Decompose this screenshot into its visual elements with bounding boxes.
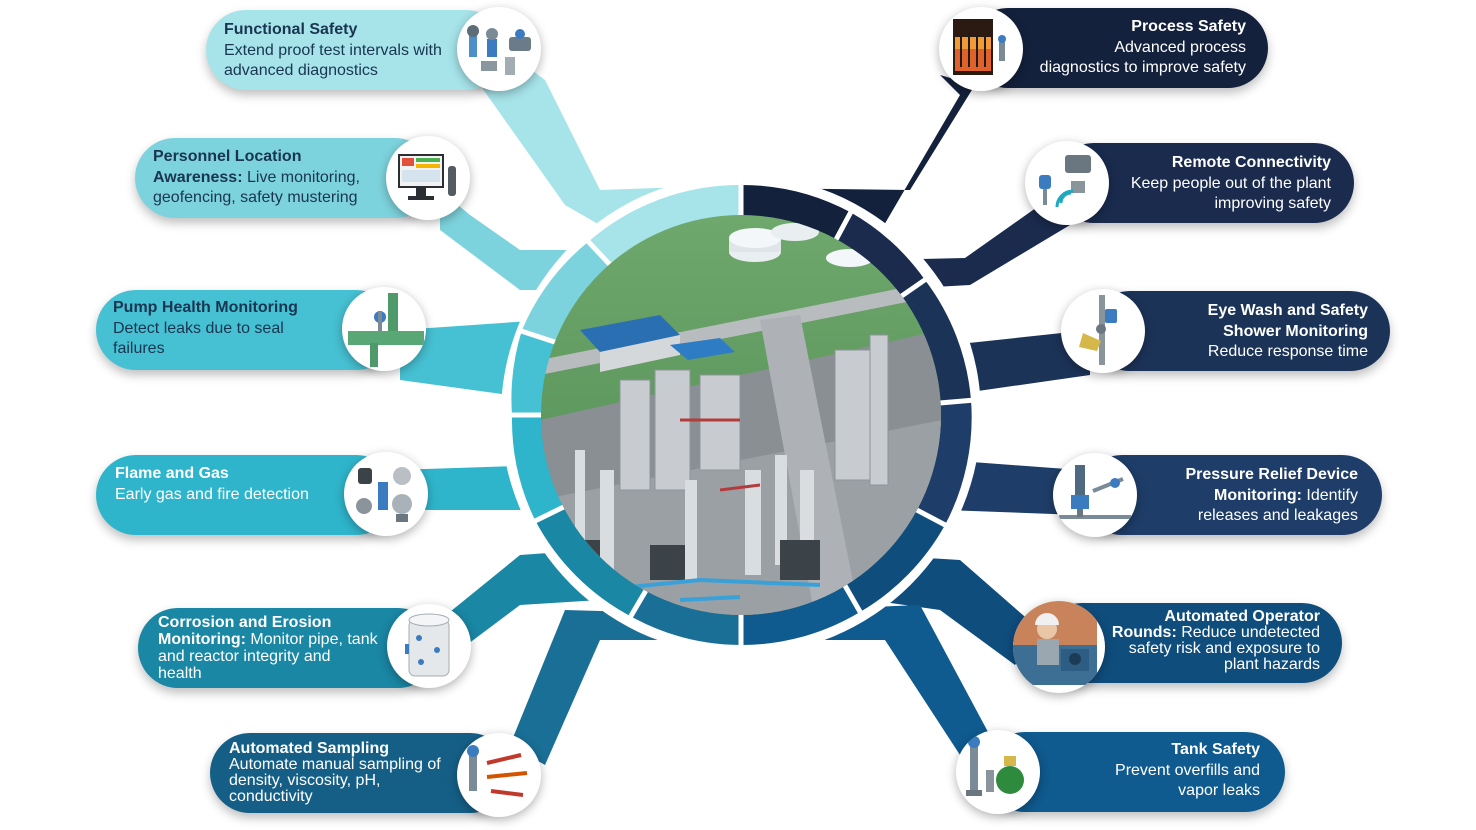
corrosion-erosion-title: Corrosion and Erosion Monitoring:	[158, 614, 332, 648]
pressure-relief-title: Pressure Relief Device Monitoring:	[1185, 466, 1358, 504]
connector-tank-safety	[748, 605, 995, 755]
connector-corrosion	[440, 550, 600, 650]
pressure-relief-icon-circle	[1053, 453, 1137, 537]
process-safety-text: Process Safety Advanced process diagnost…	[1030, 17, 1246, 79]
tank-safety-title: Tank Safety	[1171, 741, 1260, 758]
tank-safety-icon-circle	[956, 730, 1040, 814]
connector-sampling	[510, 610, 745, 765]
gas-detectors-icon	[356, 467, 412, 522]
pressure-relief-text: Pressure Relief Device Monitoring: Ident…	[1150, 465, 1358, 527]
functional-safety-text: Functional Safety Extend proof test inte…	[224, 20, 464, 82]
relief-valve-icon	[1059, 465, 1131, 519]
functional-safety-body: Extend proof test intervals with advance…	[224, 41, 442, 80]
remote-connectivity-body: Keep people out of the plant improving s…	[1130, 174, 1331, 213]
connector-pressure-relief	[945, 460, 1080, 515]
flame-gas-title: Flame and Gas	[115, 465, 229, 482]
personnel-location-text: Personnel Location Awareness: Live monit…	[153, 147, 381, 209]
tank-safety-body: Prevent overfills and vapor leaks	[1115, 761, 1260, 800]
pump-health-icon-circle	[342, 287, 426, 371]
valve-transmitters-icon	[467, 25, 531, 75]
connector-flame-gas	[395, 465, 545, 510]
operator-rounds-text: Automated Operator Rounds: Reduce undete…	[1108, 609, 1320, 673]
corrosion-erosion-text: Corrosion and Erosion Monitoring: Monito…	[158, 614, 378, 682]
wireless-gateway-icon	[1039, 155, 1091, 208]
connector-functional-safety	[480, 50, 745, 232]
process-safety-title: Process Safety	[1131, 18, 1246, 35]
automated-sampling-icon-circle	[457, 733, 541, 817]
flare-stack-icon	[953, 19, 1006, 75]
flame-gas-text: Flame and Gas Early gas and fire detecti…	[115, 464, 325, 505]
flame-gas-body: Early gas and fire detection	[115, 485, 309, 503]
monitor-screen-icon	[398, 154, 456, 200]
eye-wash-title: Eye Wash and Safety Shower Monitoring	[1207, 302, 1368, 340]
remote-connectivity-icon-circle	[1025, 141, 1109, 225]
eye-wash-icon-circle	[1061, 289, 1145, 373]
pill-functional-safety[interactable]	[206, 10, 506, 90]
pressure-relief-body: Identify releases and leakages	[1197, 486, 1358, 525]
functional-safety-icon-circle	[457, 7, 541, 91]
pill-personnel-location[interactable]	[135, 138, 435, 218]
operator-worker-icon	[1013, 601, 1097, 685]
automated-sampling-text: Automated Sampling Automate manual sampl…	[229, 741, 454, 805]
operator-rounds-icon-circle	[1013, 601, 1105, 693]
process-safety-body: Advanced process diagnostics to improve …	[1039, 38, 1246, 77]
process-safety-icon-circle	[939, 7, 1023, 91]
personnel-location-title: Personnel Location Awareness:	[153, 148, 302, 186]
flame-gas-icon-circle	[344, 452, 428, 536]
plant-illustration	[541, 215, 941, 615]
automated-sampling-body: Automate manual sampling of density, vis…	[229, 756, 441, 805]
shower-valve-icon	[1079, 295, 1117, 365]
operator-rounds-title: Automated Operator Rounds:	[1111, 608, 1320, 641]
pump-health-title: Pump Health Monitoring	[113, 299, 298, 316]
pump-health-text: Pump Health Monitoring Detect leaks due …	[113, 298, 323, 360]
corrosion-erosion-body: Monitor pipe, tank and reactor integrity…	[158, 631, 378, 682]
remote-connectivity-text: Remote Connectivity Keep people out of t…	[1118, 153, 1331, 215]
eye-wash-body: Reduce response time	[1207, 343, 1368, 360]
personnel-location-body: Live monitoring, geofencing, safety must…	[153, 168, 360, 207]
operator-rounds-body: Reduce undetected safety risk and exposu…	[1128, 624, 1320, 673]
sampling-probes-icon	[467, 745, 528, 797]
tank-safety-text: Tank Safety Prevent overfills and vapor …	[1110, 740, 1260, 802]
eye-wash-text: Eye Wash and Safety Shower Monitoring Re…	[1160, 301, 1368, 363]
automated-sampling-title: Automated Sampling	[229, 740, 390, 757]
pump-pipe-icon	[348, 293, 424, 367]
remote-connectivity-title: Remote Connectivity	[1171, 154, 1331, 171]
functional-safety-title: Functional Safety	[224, 21, 358, 38]
corrosion-erosion-icon-circle	[387, 604, 471, 688]
tank-gauges-icon	[966, 736, 1024, 796]
pump-health-body: Detect leaks due to seal failures	[113, 319, 284, 358]
connector-eye-wash	[950, 330, 1090, 395]
personnel-location-icon-circle	[386, 136, 470, 220]
tank-sensor-icon	[405, 613, 450, 677]
